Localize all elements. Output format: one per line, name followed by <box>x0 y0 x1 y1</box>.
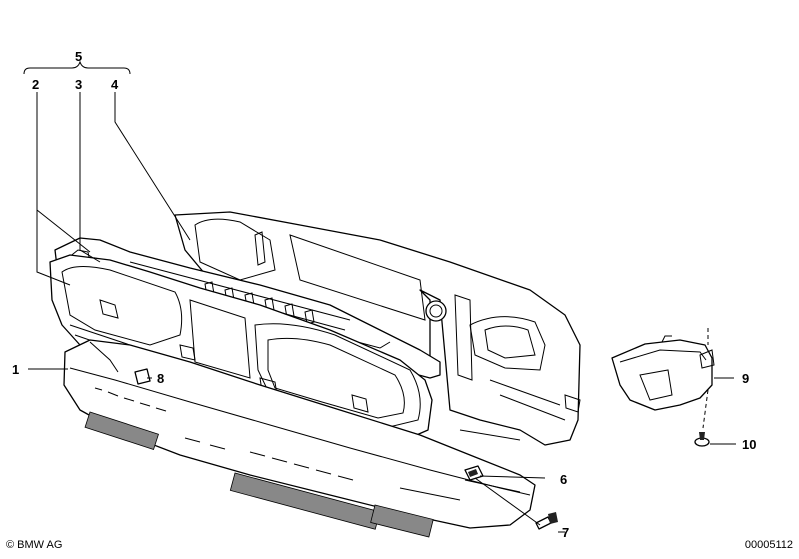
screw-part-10 <box>694 432 710 447</box>
callout-4: 4 <box>111 77 119 92</box>
callout-5: 5 <box>75 49 82 64</box>
leader-6 <box>479 475 546 479</box>
callout-8: 8 <box>157 371 164 386</box>
leader-2 <box>36 92 71 286</box>
callout-10: 10 <box>742 437 756 452</box>
callout-7: 7 <box>562 525 569 540</box>
leader-4 <box>114 92 191 241</box>
bracket-part-9 <box>611 328 715 429</box>
leader-lines <box>28 92 736 533</box>
leader-7 <box>474 477 541 526</box>
callout-labels: 5 2 3 4 1 8 6 7 9 10 <box>12 49 756 540</box>
callout-1: 1 <box>12 362 19 377</box>
callout-6: 6 <box>560 472 567 487</box>
leader-2b <box>36 209 91 253</box>
callout-3: 3 <box>75 77 82 92</box>
front-bumper-part-1 <box>63 339 536 538</box>
group-bracket-5 <box>23 60 131 75</box>
screw-part-7 <box>535 512 558 530</box>
copyright-label: © BMW AG <box>6 539 63 551</box>
callout-9: 9 <box>742 371 749 386</box>
reference-number: 00005112 <box>744 539 793 551</box>
leader-3 <box>79 92 101 263</box>
callout-2: 2 <box>32 77 39 92</box>
clip-part-8 <box>134 368 151 385</box>
